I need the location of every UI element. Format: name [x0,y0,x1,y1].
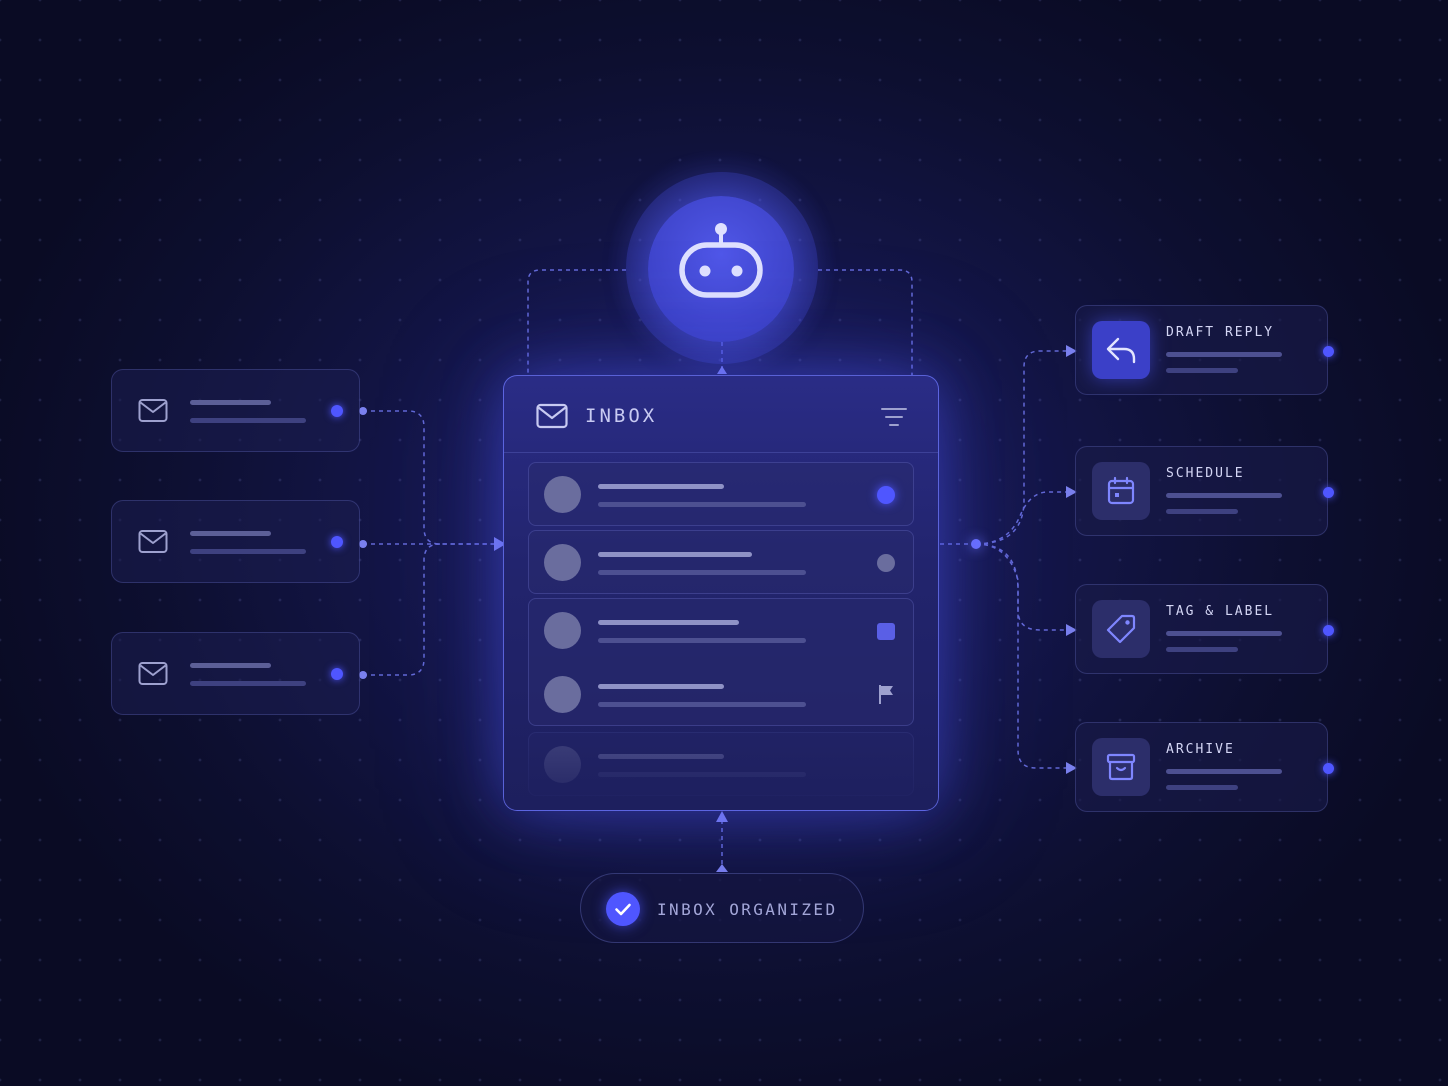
arrow-robot-down [717,366,727,374]
arrow-into-inbox [494,537,506,551]
preview-placeholder-bar [598,638,806,643]
inbox-title: INBOX [585,405,658,427]
mail-icon [536,403,568,433]
status-label: INBOX ORGANIZED [657,900,838,919]
subject-placeholder-bar [190,663,271,668]
preview-placeholder-bar [598,702,806,707]
connector-action-archive [975,543,1066,769]
avatar [544,676,581,713]
status-badge: INBOX ORGANIZED [580,873,864,943]
placeholder-bar [1166,352,1282,357]
connector-action-draft [975,350,1066,545]
email-row-group [528,598,914,726]
subject-placeholder-bar [190,531,271,536]
list-fade-overlay [504,740,938,810]
node-source-3 [359,671,367,679]
action-card-draft-reply[interactable]: DRAFT REPLY [1075,305,1334,395]
connector-robot-right [818,269,913,375]
action-label: SCHEDULE [1166,466,1245,481]
placeholder-bar [1166,509,1238,514]
arrow-schedule [1066,486,1077,498]
check-icon [606,892,640,926]
archive-icon [1092,738,1150,796]
filter-icon[interactable] [880,406,908,432]
placeholder-bar [1166,631,1282,636]
email-row-1[interactable] [528,462,914,526]
action-label: DRAFT REPLY [1166,325,1275,340]
action-indicator-dot [1323,346,1334,357]
source-email-card-1[interactable] [111,369,360,452]
placeholder-bar [1166,647,1238,652]
avatar [544,612,581,649]
connector-action-tag [975,543,1066,631]
avatar [544,476,581,513]
action-label: TAG & LABEL [1166,604,1275,619]
action-indicator-dot [1323,625,1334,636]
node-source-1 [359,407,367,415]
placeholder-bar [1166,368,1238,373]
action-indicator-dot [1323,487,1334,498]
new-indicator-dot [331,668,343,680]
new-indicator-dot [331,405,343,417]
action-card-tag-label[interactable]: TAG & LABEL [1075,584,1334,674]
mail-icon [138,398,168,428]
email-row-2[interactable] [528,530,914,594]
square-badge [877,623,895,640]
action-indicator-dot [1323,763,1334,774]
placeholder-bar [1166,785,1238,790]
action-card-schedule[interactable]: SCHEDULE [1075,446,1334,536]
subject-placeholder-bar [598,684,724,689]
action-card-archive[interactable]: ARCHIVE [1075,722,1334,812]
action-label: ARCHIVE [1166,742,1235,757]
connector-action-schedule [975,491,1066,545]
subject-placeholder-bar [598,484,724,489]
placeholder-bar [1166,493,1282,498]
assistant-bot-button[interactable] [648,196,794,342]
calendar-icon [1092,462,1150,520]
preview-placeholder-bar [598,570,806,575]
preview-placeholder-bar [190,418,306,423]
source-email-card-3[interactable] [111,632,360,715]
arrow-draft [1066,345,1077,357]
new-indicator-dot [331,536,343,548]
unread-dot [877,486,895,504]
avatar [544,544,581,581]
arrow-status-base [716,864,728,872]
robot-icon [679,223,763,298]
hub-node [971,539,981,549]
mail-icon [138,529,168,559]
inbox-header: INBOX [504,376,938,453]
flag-icon [877,683,897,709]
subject-placeholder-bar [598,552,752,557]
connector-robot-left [527,269,626,375]
placeholder-bar [1166,769,1282,774]
read-dot [877,554,895,572]
tag-icon [1092,600,1150,658]
mail-icon [138,661,168,691]
subject-placeholder-bar [190,400,271,405]
preview-placeholder-bar [190,549,306,554]
source-email-card-2[interactable] [111,500,360,583]
preview-placeholder-bar [598,502,806,507]
arrow-status-up [716,811,728,822]
reply-icon [1092,321,1150,379]
connector-source-3 [363,543,441,676]
arrow-tag [1066,624,1077,636]
subject-placeholder-bar [598,620,739,625]
arrow-archive [1066,762,1077,774]
node-source-2 [359,540,367,548]
preview-placeholder-bar [190,681,306,686]
email-row-4[interactable] [529,663,913,727]
connector-source-1 [363,410,494,545]
inbox-panel: INBOX [503,375,939,811]
